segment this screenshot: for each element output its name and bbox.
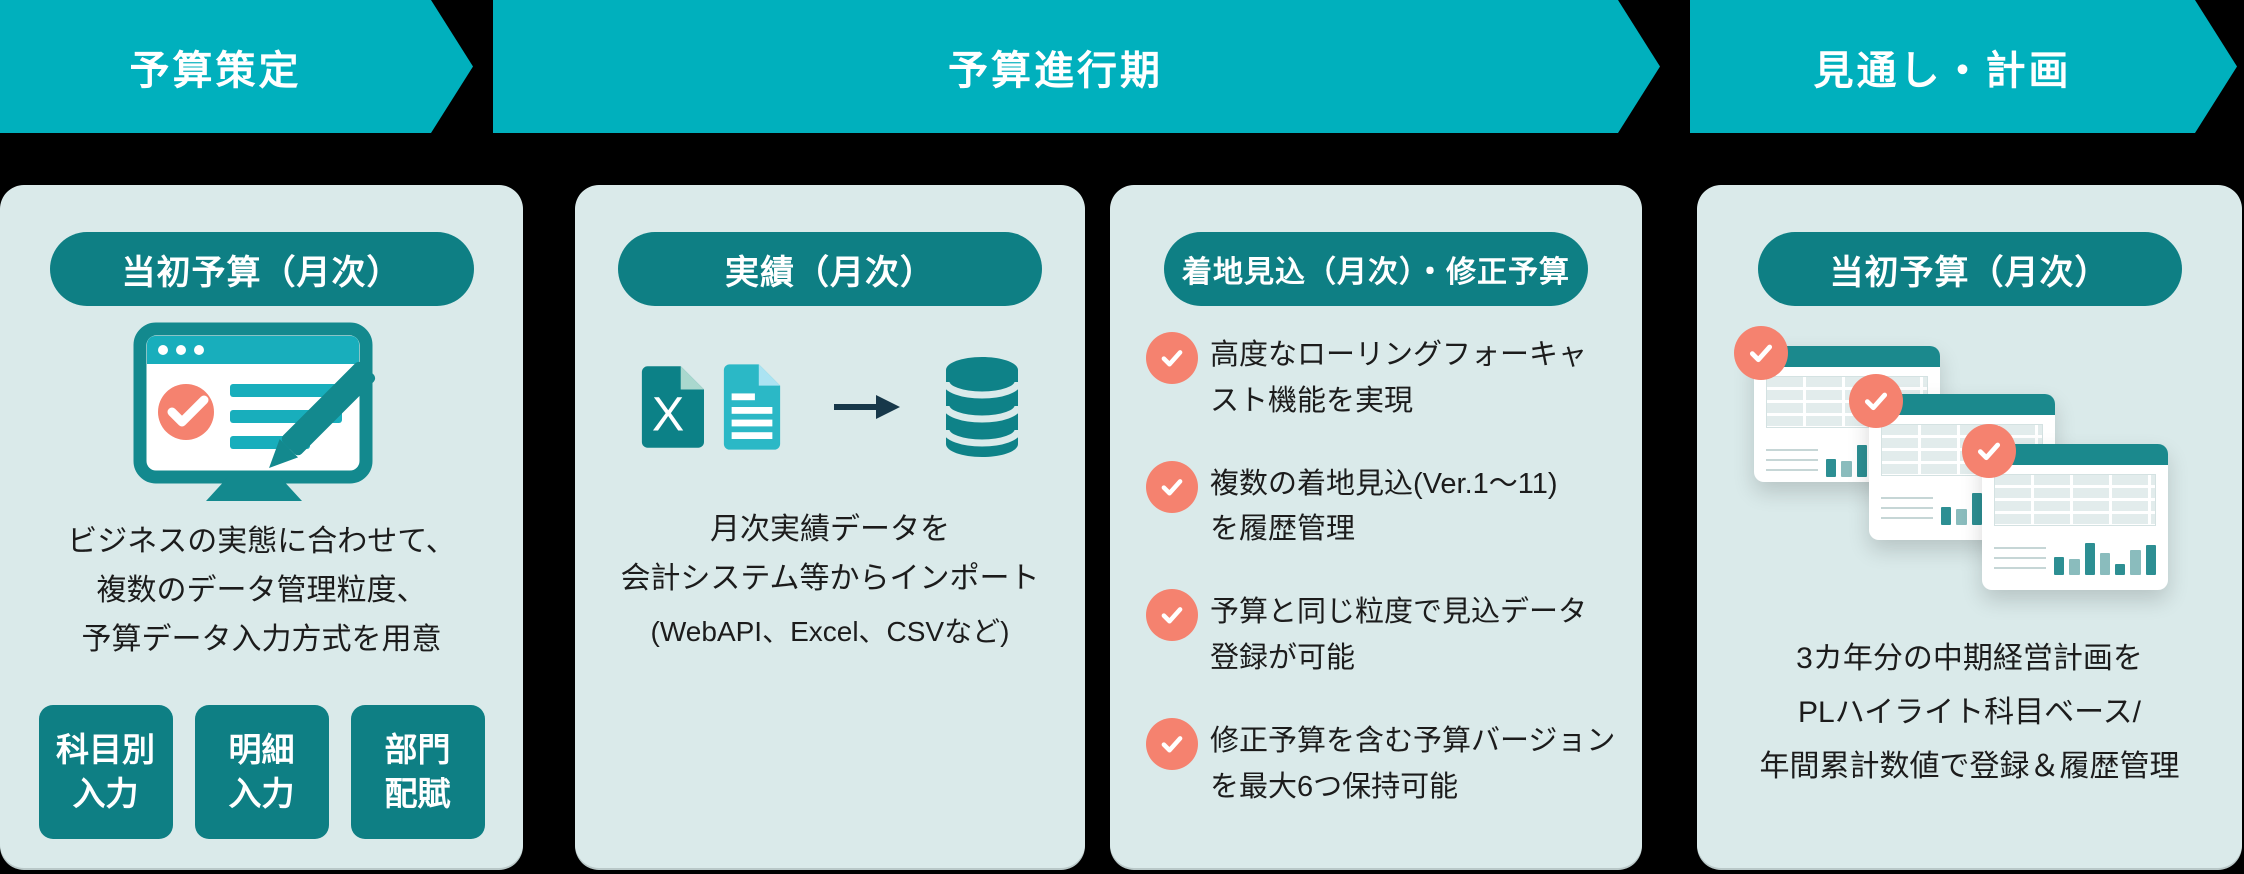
list-item: 修正予算を含む予算バージョン を最大6つ保持可能 bbox=[1146, 717, 1622, 811]
input-method-chips: 科目別 入力 明細 入力 部門 配賦 bbox=[38, 704, 485, 839]
card-initial-budget: 当初予算（月次） ビジネスの実態に合わせて、 複数のデータ管理粒度、 予算 bbox=[0, 185, 523, 868]
dashed-lines bbox=[1994, 539, 2046, 575]
phase-label: 予算策定 bbox=[129, 48, 302, 93]
badge-initial-budget: 当初予算（月次） bbox=[49, 232, 474, 306]
phase-arrow-budget-progress: 予算進行期 bbox=[493, 0, 1660, 133]
card-actuals-monthly: 実績（月次） X bbox=[575, 185, 1085, 868]
card-description: 3カ年分の中期経営計画を PLハイライト科目ベース/ 年間累計数値で登録＆履歴管… bbox=[1759, 642, 2180, 783]
chip-label: 科目別 入力 bbox=[56, 731, 155, 812]
excel-letter: X bbox=[652, 387, 684, 441]
report-stack-illustration bbox=[1697, 306, 2242, 606]
phase-arrow-budget-formulation: 予算策定 bbox=[0, 0, 473, 133]
forecast-feature-list: 高度なローリングフォーキャ スト機能を実現 複数の着地見込(Ver.1～11) … bbox=[1110, 332, 1642, 811]
bars bbox=[2054, 531, 2156, 575]
check-icon bbox=[1146, 589, 1198, 642]
database-icon bbox=[942, 357, 1022, 457]
badge-label: 着地見込（月次）・修正予算 bbox=[1182, 256, 1570, 289]
card-midterm-plan: 当初予算（月次） bbox=[1697, 185, 2242, 868]
chip-input-by-detail: 明細 入力 bbox=[194, 704, 329, 839]
card-description: 月次実績データを 会計システム等からインポート bbox=[620, 513, 1040, 595]
check-icon bbox=[1146, 460, 1198, 513]
card-note: (WebAPI、Excel、CSVなど) bbox=[650, 615, 1010, 647]
badge-label: 当初予算（月次） bbox=[121, 253, 402, 292]
check-icon bbox=[1962, 424, 2016, 478]
badge-label: 当初予算（月次） bbox=[1829, 253, 2110, 292]
chip-label: 部門 配賦 bbox=[384, 731, 451, 812]
chip-label: 明細 入力 bbox=[228, 731, 295, 812]
report-panel bbox=[1962, 424, 2168, 590]
phase-arrow-outlook-planning: 見通し・計画 bbox=[1690, 0, 2237, 133]
badge-label: 実績（月次） bbox=[725, 253, 935, 292]
badge-outlook: 当初予算（月次） bbox=[1757, 232, 2182, 306]
check-icon bbox=[1146, 717, 1198, 770]
import-illustration: X bbox=[638, 356, 1022, 458]
list-item-text: 予算と同じ粒度で見込データ 登録が可能 bbox=[1210, 596, 1588, 675]
check-icon bbox=[1146, 332, 1198, 384]
panel-table bbox=[1994, 474, 2156, 526]
list-item: 複数の着地見込(Ver.1～11) を履歴管理 bbox=[1146, 460, 1622, 554]
list-item-text: 修正予算を含む予算バージョン を最大6つ保持可能 bbox=[1210, 724, 1616, 803]
chip-department-allocation: 部門 配賦 bbox=[350, 704, 485, 839]
list-item: 高度なローリングフォーキャ スト機能を実現 bbox=[1146, 332, 1622, 425]
panel-header-bar bbox=[1869, 394, 2055, 415]
list-item: 予算と同じ粒度で見込データ 登録が可能 bbox=[1146, 589, 1622, 682]
badge-forecast: 着地見込（月次）・修正予算 bbox=[1164, 232, 1588, 306]
dashed-lines bbox=[1766, 441, 1818, 477]
excel-file-icon: X bbox=[641, 366, 704, 448]
badge-actuals: 実績（月次） bbox=[618, 232, 1042, 306]
list-item-text: 高度なローリングフォーキャ スト機能を実現 bbox=[1210, 339, 1588, 417]
dashed-lines bbox=[1881, 489, 1933, 525]
card-forecast-revision: 着地見込（月次）・修正予算 高度なローリングフォーキャ スト機能を実現 複数の着… bbox=[1110, 185, 1642, 868]
panel-bar-chart bbox=[1994, 531, 2156, 575]
list-item-text: 複数の着地見込(Ver.1～11) を履歴管理 bbox=[1210, 467, 1558, 546]
monitor-edit-icon bbox=[130, 322, 394, 508]
check-icon bbox=[1849, 374, 1903, 428]
document-file-icon bbox=[723, 364, 781, 450]
panel-header-bar bbox=[1982, 444, 2168, 465]
check-icon bbox=[1734, 326, 1788, 380]
card-description: ビジネスの実態に合わせて、 複数のデータ管理粒度、 予算データ入力方式を用意 bbox=[67, 525, 456, 656]
phase-label: 予算進行期 bbox=[948, 48, 1163, 93]
import-arrow-icon bbox=[834, 395, 900, 419]
phase-label: 見通し・計画 bbox=[1813, 48, 2072, 93]
panel-header-bar bbox=[1754, 346, 1940, 367]
chip-input-by-account: 科目別 入力 bbox=[38, 704, 173, 839]
